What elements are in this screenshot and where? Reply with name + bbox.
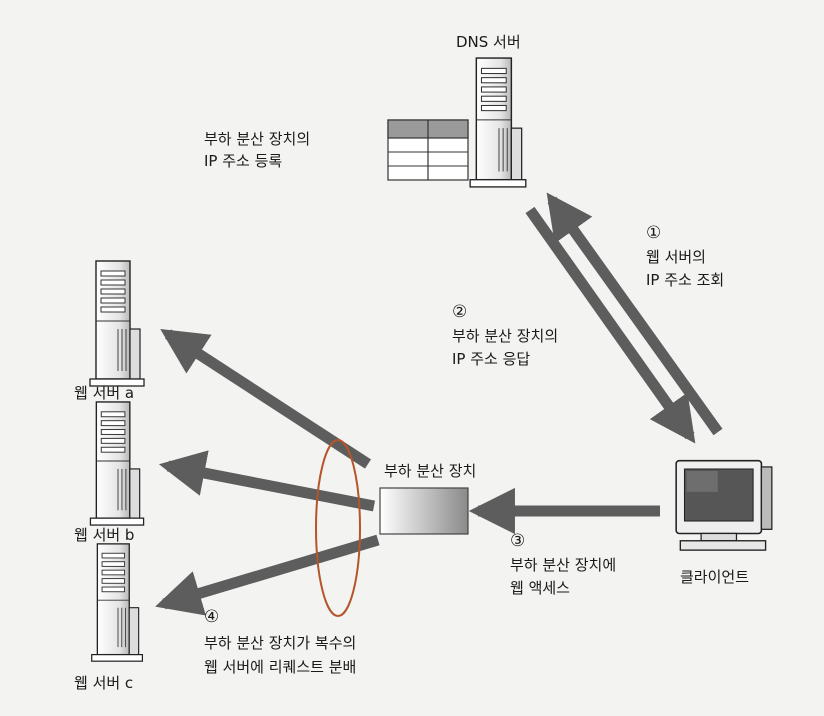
web-server-c-icon — [91, 543, 144, 662]
load-balancer-label: 부하 분산 장치 — [384, 462, 477, 480]
client-label: 클라이언트 — [680, 568, 750, 586]
step3-number: ③ — [510, 531, 526, 551]
arrow-to-web-server-c — [155, 534, 380, 616]
web-server-c-label: 웹 서버 c — [74, 674, 134, 692]
load-balancer-box — [379, 487, 469, 535]
step1-line2: IP 주소 조회 — [646, 271, 725, 289]
client-pc-icon — [675, 459, 773, 551]
register-note-line1: 부하 분산 장치의 — [204, 130, 311, 148]
arrow-query-to-dns — [546, 192, 723, 436]
step4-line1: 부하 분산 장치가 복수의 — [204, 634, 357, 652]
step2-line2: IP 주소 응답 — [452, 350, 531, 368]
step2-line1: 부하 분산 장치의 — [452, 327, 559, 345]
step2-number: ② — [452, 302, 468, 322]
web-server-a-label: 웹 서버 a — [74, 384, 135, 402]
web-server-b-icon — [89, 401, 145, 526]
web-server-b-label: 웹 서버 b — [74, 526, 135, 544]
arrow-to-web-server-b — [158, 450, 376, 512]
dns-server-label: DNS 서버 — [456, 33, 521, 51]
step3-line2: 웹 액세스 — [510, 579, 570, 597]
step1-line1: 웹 서버의 — [646, 248, 706, 266]
step1-number: ① — [646, 223, 662, 243]
web-server-a-icon — [89, 260, 145, 387]
step4-number: ④ — [204, 607, 220, 627]
dns-server-icon — [469, 57, 527, 188]
arrow-response-to-client — [525, 206, 696, 444]
arrow-to-web-server-a — [160, 328, 371, 469]
register-note-line2: IP 주소 등록 — [204, 152, 283, 170]
step4-line2: 웹 서버에 리퀘스트 분배 — [204, 658, 357, 676]
distribution-highlight-ellipse — [315, 439, 361, 617]
dns-table — [387, 119, 469, 181]
step3-line1: 부하 분산 장치에 — [510, 556, 617, 574]
